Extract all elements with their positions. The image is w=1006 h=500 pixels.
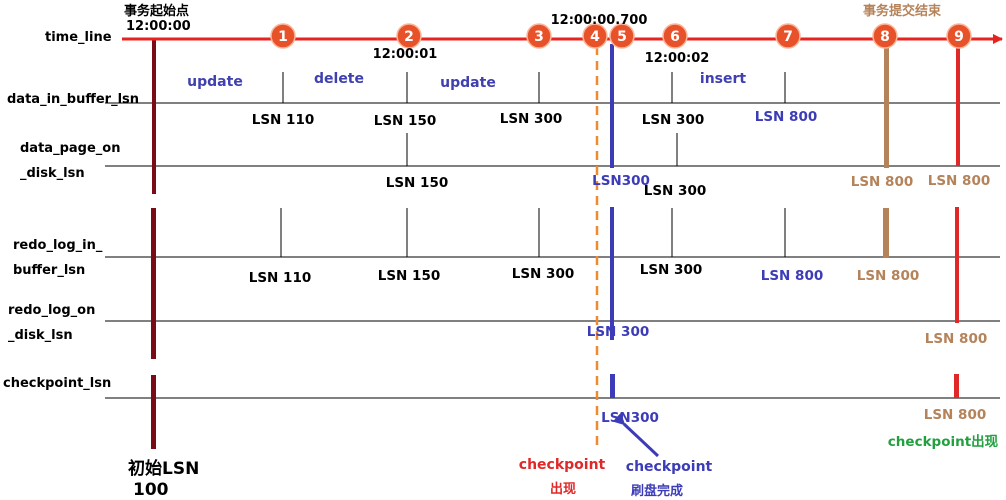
checkpoint-appear-sub: 出现 — [550, 481, 576, 497]
label-data-page-2: _disk_lsn — [20, 166, 85, 181]
step-circle-4: 4 — [582, 23, 608, 49]
time-label-4-5: 12:00:00.700 — [551, 13, 648, 28]
blue-bar-checkpoint — [610, 374, 615, 398]
initial-lsn-value: 100 — [133, 480, 169, 500]
commit-caption: 事务提交结束 — [863, 3, 942, 19]
checkpoint-appear-right: checkpoint出现 — [888, 433, 999, 450]
label-redo-in-1: redo_log_in_ — [13, 238, 103, 253]
buffer-lsn-800: LSN 800 — [755, 109, 818, 125]
blue-bar-page — [610, 44, 614, 168]
start-bar-lower — [151, 375, 156, 449]
redo-disk-lsn-300: LSN 300 — [587, 324, 650, 340]
step-circle-5: 5 — [609, 23, 635, 49]
buffer-lsn-110: LSN 110 — [252, 112, 315, 128]
step-circle-2: 2 — [396, 23, 422, 49]
redo-buffer-lsn-300-b: LSN 300 — [640, 262, 703, 278]
red-bar-checkpoint — [954, 374, 959, 398]
step-circle-9: 9 — [946, 23, 972, 49]
label-checkpoint-lsn: checkpoint_lsn — [3, 376, 111, 391]
step-circle-3: 3 — [526, 23, 552, 49]
op-update-1: update — [187, 74, 243, 90]
page-lsn-300-blue: LSN300 — [592, 173, 650, 189]
red-bar-redo — [955, 207, 959, 323]
initial-lsn-label: 初始LSN — [128, 458, 199, 479]
brown-bar-redo — [883, 208, 889, 258]
step-circle-6: 6 — [662, 23, 688, 49]
buffer-lsn-300-b: LSN 300 — [642, 112, 705, 128]
step-circle-1: 1 — [270, 23, 296, 49]
brown-bar-page — [884, 44, 889, 168]
redo-buffer-lsn-800-blue: LSN 800 — [761, 268, 824, 284]
start-bar-middle — [151, 208, 156, 359]
label-redo-on-1: redo_log_on — [8, 303, 95, 318]
start-caption: 事务起始点 — [124, 3, 189, 19]
checkpoint-appear-label: checkpoint — [519, 457, 606, 473]
page-lsn-300: LSN 300 — [644, 183, 707, 199]
label-data-page-1: data_page_on — [20, 141, 120, 156]
page-lsn-150: LSN 150 — [386, 175, 449, 191]
redo-buffer-lsn-800-brown: LSN 800 — [857, 268, 920, 284]
label-redo-in-2: buffer_lsn — [13, 263, 85, 278]
svg-text:6: 6 — [670, 29, 680, 45]
op-insert: insert — [700, 71, 746, 87]
svg-text:3: 3 — [534, 29, 544, 45]
label-time-line: time_line — [45, 30, 112, 45]
label-redo-on-2: _disk_lsn — [8, 328, 73, 343]
page-lsn-800-brown: LSN 800 — [851, 174, 914, 190]
redo-buffer-lsn-110: LSN 110 — [249, 270, 312, 286]
svg-text:5: 5 — [617, 29, 627, 45]
svg-text:9: 9 — [954, 29, 964, 45]
svg-text:1: 1 — [278, 29, 288, 45]
page-lsn-800: LSN 800 — [928, 173, 991, 189]
label-data-in-buffer: data_in_buffer_lsn — [7, 92, 139, 107]
buffer-lsn-300-a: LSN 300 — [500, 111, 563, 127]
svg-text:7: 7 — [783, 29, 793, 45]
time-label-2: 12:00:01 — [373, 47, 438, 62]
svg-text:8: 8 — [880, 29, 890, 45]
buffer-lsn-150: LSN 150 — [374, 113, 437, 129]
op-update-2: update — [440, 75, 496, 91]
step-circle-8: 8 — [872, 23, 898, 49]
redo-buffer-lsn-300-a: LSN 300 — [512, 266, 575, 282]
time-label-6: 12:00:02 — [645, 51, 710, 66]
checkpoint-lsn-800: LSN 800 — [924, 407, 987, 423]
start-bar-upper — [152, 40, 156, 194]
red-bar-page — [956, 46, 960, 166]
svg-text:4: 4 — [590, 29, 600, 45]
redo-disk-lsn-800: LSN 800 — [925, 331, 988, 347]
checkpoint-lsn-300: LSN300 — [601, 410, 659, 426]
checkpoint-flush-label: checkpoint — [626, 459, 713, 475]
checkpoint-flush-sub: 刷盘完成 — [631, 483, 683, 499]
op-delete: delete — [314, 71, 364, 87]
svg-text:2: 2 — [404, 29, 414, 45]
start-time: 12:00:00 — [126, 19, 191, 34]
blue-bar-redo — [610, 207, 614, 340]
step-circle-7: 7 — [775, 23, 801, 49]
redo-buffer-lsn-150: LSN 150 — [378, 268, 441, 284]
checkpoint-flush-arrow — [612, 412, 660, 458]
